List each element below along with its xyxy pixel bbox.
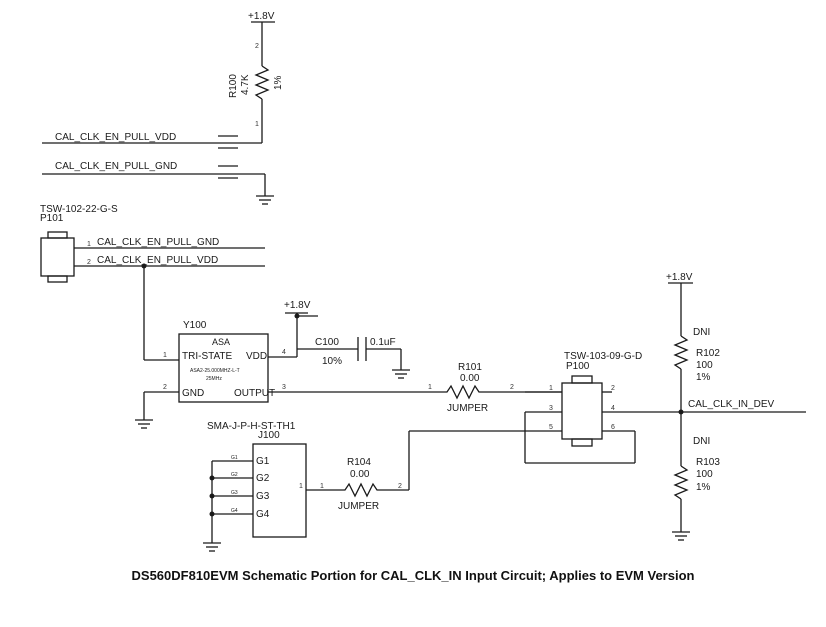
svg-text:1: 1 bbox=[428, 384, 432, 391]
svg-text:VDD: VDD bbox=[246, 351, 267, 362]
svg-text:1: 1 bbox=[255, 121, 259, 128]
svg-text:2: 2 bbox=[398, 483, 402, 490]
svg-text:ASA: ASA bbox=[212, 337, 230, 347]
svg-text:TSW-102-22-G-S: TSW-102-22-G-S bbox=[40, 204, 118, 215]
svg-text:Y100: Y100 bbox=[183, 320, 207, 331]
svg-text:100: 100 bbox=[696, 469, 713, 480]
svg-text:10%: 10% bbox=[322, 356, 342, 367]
svg-text:JUMPER: JUMPER bbox=[338, 501, 379, 512]
svg-text:CAL_CLK_IN_DEV: CAL_CLK_IN_DEV bbox=[688, 399, 774, 410]
svg-text:25MHz: 25MHz bbox=[206, 376, 222, 382]
svg-text:4: 4 bbox=[611, 405, 615, 412]
svg-text:JUMPER: JUMPER bbox=[447, 403, 488, 414]
svg-text:+1.8V: +1.8V bbox=[284, 300, 311, 311]
svg-text:R104: R104 bbox=[347, 457, 371, 468]
power-symbol-y100: +1.8V bbox=[284, 300, 318, 357]
svg-text:J100: J100 bbox=[258, 430, 280, 441]
svg-text:100: 100 bbox=[696, 360, 713, 371]
svg-text:4: 4 bbox=[282, 349, 286, 356]
svg-text:1: 1 bbox=[163, 352, 167, 359]
svg-text:3: 3 bbox=[549, 405, 553, 412]
header-p100: TSW-103-09-G-D P100 1 2 3 4 5 6 bbox=[524, 351, 682, 464]
svg-text:2: 2 bbox=[87, 259, 91, 266]
svg-text:1: 1 bbox=[320, 483, 324, 490]
net-pull-vdd: CAL_CLK_EN_PULL_VDD bbox=[42, 132, 262, 149]
svg-text:G3: G3 bbox=[256, 491, 270, 502]
svg-text:+1.8V: +1.8V bbox=[666, 272, 693, 283]
svg-text:SMA-J-P-H-ST-TH1: SMA-J-P-H-ST-TH1 bbox=[207, 421, 296, 432]
svg-text:R102: R102 bbox=[696, 348, 720, 359]
svg-text:G2: G2 bbox=[231, 472, 238, 478]
power-symbol-top: +1.8V bbox=[248, 11, 275, 23]
svg-text:1: 1 bbox=[87, 241, 91, 248]
svg-text:TSW-103-09-G-D: TSW-103-09-G-D bbox=[564, 351, 642, 362]
ground-symbol-j100 bbox=[203, 542, 221, 552]
svg-text:6: 6 bbox=[611, 424, 615, 431]
svg-text:CAL_CLK_EN_PULL_VDD: CAL_CLK_EN_PULL_VDD bbox=[55, 132, 176, 143]
ground-symbol-top bbox=[256, 195, 274, 205]
svg-text:G4: G4 bbox=[256, 509, 270, 520]
svg-text:4.7K: 4.7K bbox=[240, 74, 251, 95]
resistor-r103: DNI R103 100 1% bbox=[673, 412, 720, 532]
svg-text:5: 5 bbox=[549, 424, 553, 431]
svg-text:DNI: DNI bbox=[693, 436, 710, 447]
svg-text:2: 2 bbox=[255, 43, 259, 50]
svg-text:CAL_CLK_EN_PULL_VDD: CAL_CLK_EN_PULL_VDD bbox=[97, 255, 218, 266]
svg-text:+1.8V: +1.8V bbox=[248, 11, 275, 22]
svg-text:2: 2 bbox=[510, 384, 514, 391]
svg-text:R103: R103 bbox=[696, 457, 720, 468]
svg-text:DNI: DNI bbox=[693, 327, 710, 338]
svg-text:G1: G1 bbox=[231, 455, 238, 461]
svg-text:R101: R101 bbox=[458, 362, 482, 373]
svg-text:1%: 1% bbox=[273, 75, 284, 90]
capacitor-c100: C100 10% 0.1uF bbox=[297, 337, 402, 370]
svg-text:P101: P101 bbox=[40, 213, 64, 224]
resistor-r101: 1 2 R101 0.00 JUMPER bbox=[428, 362, 562, 414]
svg-text:CAL_CLK_EN_PULL_GND: CAL_CLK_EN_PULL_GND bbox=[97, 237, 219, 248]
svg-text:2: 2 bbox=[611, 385, 615, 392]
svg-text:2: 2 bbox=[163, 384, 167, 391]
figure-caption: DS560DF810EVM Schematic Portion for CAL_… bbox=[131, 568, 695, 583]
svg-text:C100: C100 bbox=[315, 337, 339, 348]
svg-text:R100: R100 bbox=[228, 74, 239, 98]
svg-text:1: 1 bbox=[299, 483, 303, 490]
svg-text:3: 3 bbox=[282, 384, 286, 391]
svg-text:GND: GND bbox=[182, 388, 204, 399]
net-pull-gnd: CAL_CLK_EN_PULL_GND bbox=[42, 161, 266, 196]
svg-text:G1: G1 bbox=[256, 456, 270, 467]
connector-j100: SMA-J-P-H-ST-TH1 J100 G1 G2 G3 G4 G1 G2 … bbox=[207, 421, 340, 543]
svg-text:P100: P100 bbox=[566, 361, 590, 372]
svg-text:G3: G3 bbox=[231, 490, 238, 496]
svg-text:0.1uF: 0.1uF bbox=[370, 337, 396, 348]
svg-text:0.00: 0.00 bbox=[460, 373, 480, 384]
power-symbol-right: +1.8V bbox=[666, 272, 693, 284]
net-cal-clk-in-dev: CAL_CLK_IN_DEV bbox=[678, 399, 806, 415]
svg-text:0.00: 0.00 bbox=[350, 469, 370, 480]
resistor-r102: DNI R102 100 1% bbox=[673, 283, 720, 412]
svg-text:1%: 1% bbox=[696, 372, 711, 383]
ground-symbol-c100 bbox=[392, 369, 410, 379]
resistor-r100: 2 1 R100 4.7K 1% bbox=[228, 22, 284, 143]
svg-text:TRI-STATE: TRI-STATE bbox=[182, 351, 233, 362]
ground-symbol-y100 bbox=[135, 419, 153, 429]
svg-text:G4: G4 bbox=[231, 508, 238, 514]
resistor-r104: 1 2 R104 0.00 JUMPER bbox=[320, 430, 525, 512]
ground-symbol-right bbox=[672, 531, 690, 541]
svg-text:1: 1 bbox=[549, 385, 553, 392]
svg-text:G2: G2 bbox=[256, 473, 270, 484]
svg-text:1%: 1% bbox=[696, 482, 711, 493]
svg-text:CAL_CLK_EN_PULL_GND: CAL_CLK_EN_PULL_GND bbox=[55, 161, 177, 172]
svg-text:ASA2-25.000MHZ-L-T: ASA2-25.000MHZ-L-T bbox=[190, 368, 240, 374]
oscillator-y100: Y100 ASA TRI-STATE VDD ASA2-25.000MHZ-L-… bbox=[143, 266, 440, 420]
header-p101: TSW-102-22-G-S P101 1 2 CAL_CLK_EN_PULL_… bbox=[40, 204, 265, 283]
svg-text:OUTPUT: OUTPUT bbox=[234, 388, 275, 399]
